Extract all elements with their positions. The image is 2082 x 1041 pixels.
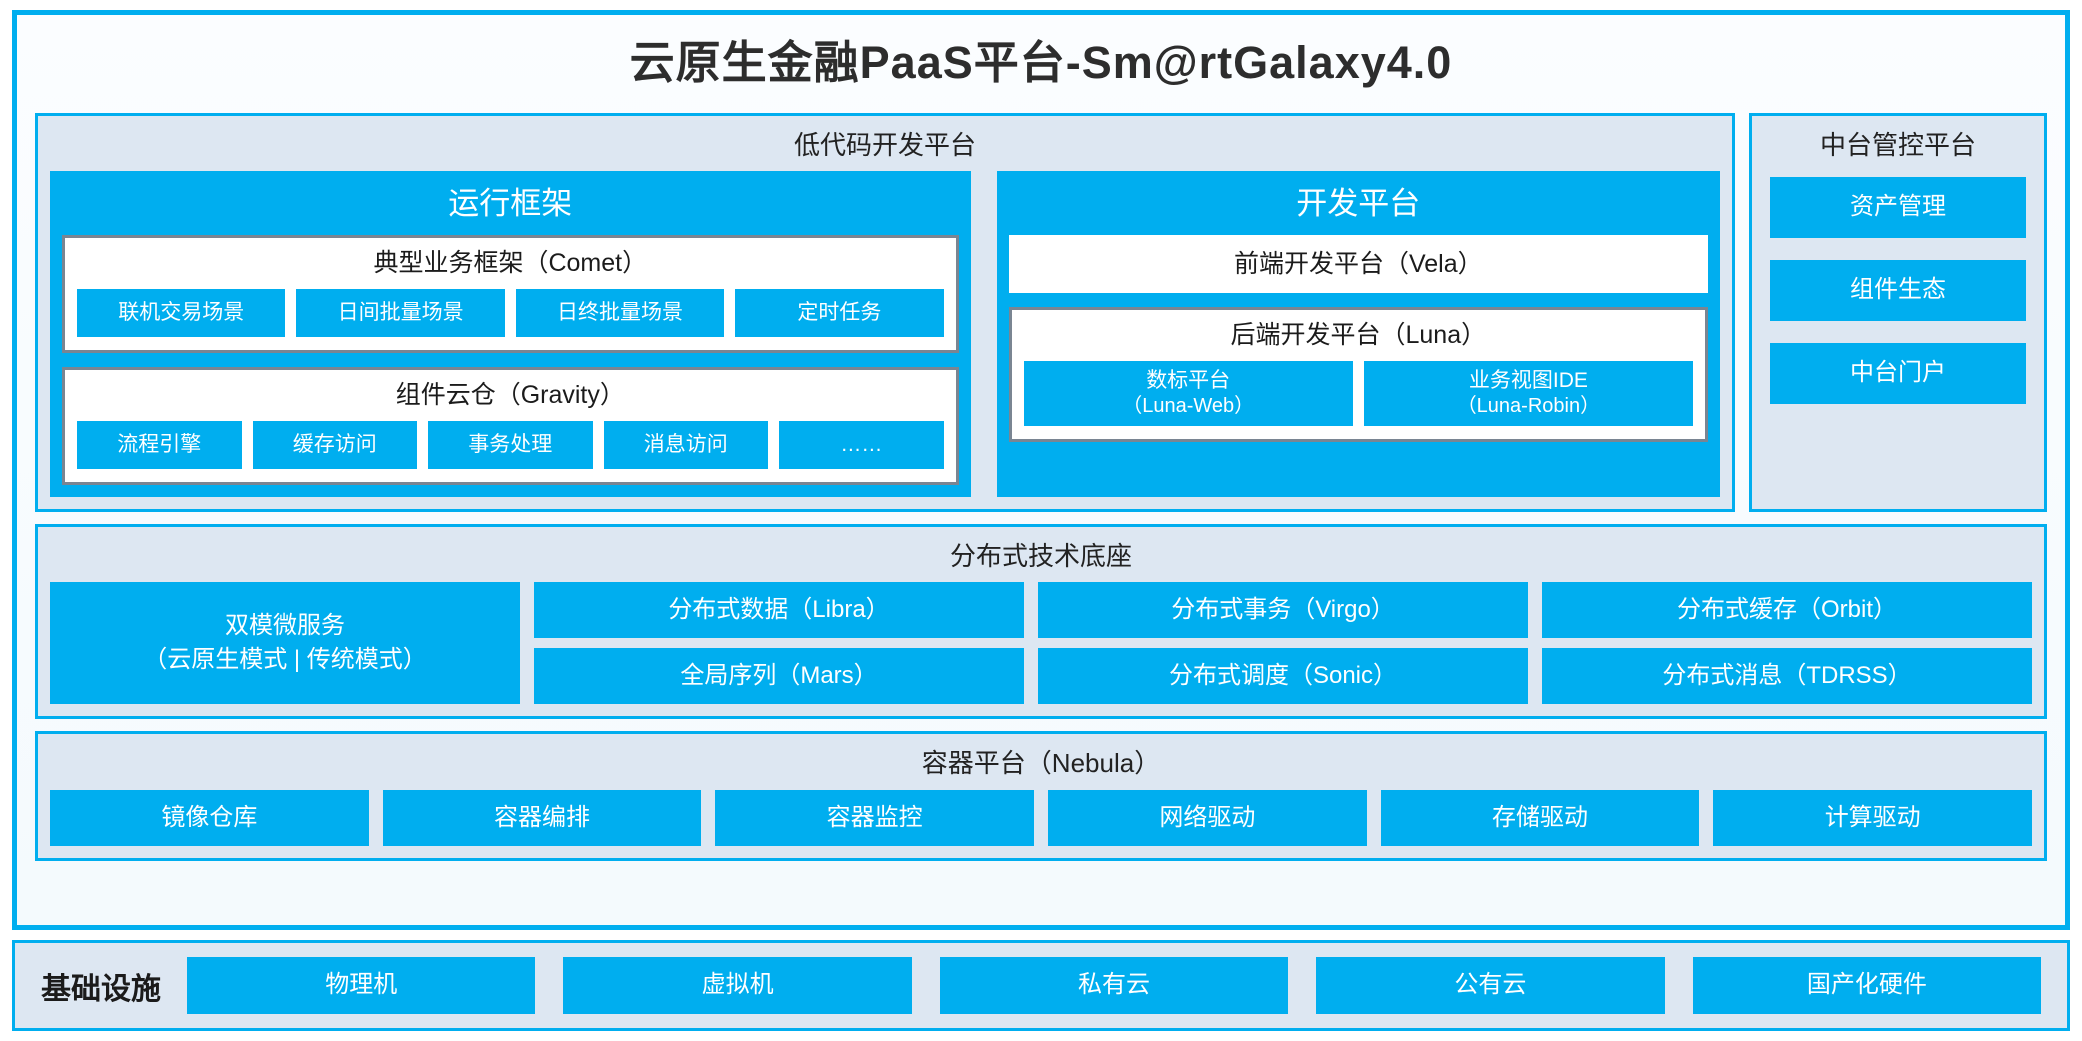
infrastructure-panel: 基础设施 物理机 虚拟机 私有云 公有云 国产化硬件 — [12, 940, 2070, 1031]
infra-item-public-cloud[interactable]: 公有云 — [1316, 957, 1665, 1014]
comet-chip-row: 联机交易场景 日间批量场景 日终批量场景 定时任务 — [77, 288, 944, 337]
tech-box-global-sequence-mars[interactable]: 全局序列（Mars） — [534, 648, 1024, 705]
tech-base-title: 分布式技术底座 — [949, 541, 1132, 572]
tech-base-grid: 双模微服务 （云原生模式 | 传统模式） 分布式数据（Libra） 全局序列（M… — [50, 582, 2032, 705]
gravity-group: 组件云仓（Gravity） 流程引擎 缓存访问 事务处理 消息访问 …… — [62, 366, 959, 486]
chip-message-access[interactable]: 消息访问 — [603, 420, 769, 470]
infra-item-private-cloud[interactable]: 私有云 — [939, 957, 1289, 1014]
vela-frontend-card[interactable]: 前端开发平台（Vela） — [1008, 234, 1708, 293]
chip-process-engine[interactable]: 流程引擎 — [77, 420, 242, 470]
chip-cache-access[interactable]: 缓存访问 — [252, 420, 418, 470]
container-box-image-registry[interactable]: 镜像仓库 — [50, 789, 369, 847]
development-platform-block: 开发平台 前端开发平台（Vela） 后端开发平台（Luna） 数标平台 （Lun… — [996, 171, 1720, 498]
container-platform-panel: 容器平台（Nebula） 镜像仓库 容器编排 容器监控 网络驱动 存储驱动 计算… — [35, 731, 2047, 862]
tech-box-dual-mode-microservice[interactable]: 双模微服务 （云原生模式 | 传统模式） — [50, 582, 520, 705]
infrastructure-label: 基础设施 — [41, 972, 161, 1006]
container-box-monitoring[interactable]: 容器监控 — [715, 789, 1035, 847]
midoffice-platform-title: 中台管控平台 — [1819, 130, 1976, 161]
chip-online-transaction[interactable]: 联机交易场景 — [77, 288, 286, 337]
chip-scheduled-task[interactable]: 定时任务 — [735, 288, 944, 337]
page-title: 云原生金融PaaS平台-Sm@rtGalaxy4.0 — [629, 37, 1453, 88]
platform-outer-card: 云原生金融PaaS平台-Sm@rtGalaxy4.0 低代码开发平台 运行框架 … — [12, 10, 2070, 931]
comet-group: 典型业务框架（Comet） 联机交易场景 日间批量场景 日终批量场景 定时任务 — [62, 234, 959, 353]
comet-group-title: 典型业务框架（Comet） — [373, 248, 648, 277]
container-box-orchestration[interactable]: 容器编排 — [382, 789, 702, 847]
tech-col-microservice: 双模微服务 （云原生模式 | 传统模式） — [50, 582, 520, 705]
tech-box-distributed-transaction-virgo[interactable]: 分布式事务（Virgo） — [1038, 582, 1528, 639]
infra-item-physical-machine[interactable]: 物理机 — [187, 957, 536, 1014]
luna-backend-card: 后端开发平台（Luna） 数标平台 （Luna-Web） 业务视图IDE （Lu… — [1008, 306, 1708, 442]
tech-box-distributed-data-libra[interactable]: 分布式数据（Libra） — [534, 582, 1024, 639]
midoffice-item-asset-management[interactable]: 资产管理 — [1770, 177, 2026, 239]
chip-luna-web-code: （Luna-Web） — [1122, 394, 1255, 417]
tech-box-distributed-scheduling-sonic[interactable]: 分布式调度（Sonic） — [1038, 648, 1528, 705]
midoffice-item-portal[interactable]: 中台门户 — [1770, 343, 2026, 404]
chip-luna-robin-name: 业务视图IDE — [1468, 368, 1588, 392]
tech-box-distributed-cache-orbit[interactable]: 分布式缓存（Orbit） — [1542, 582, 2032, 639]
luna-chip-row: 数标平台 （Luna-Web） 业务视图IDE （Luna-Robin） — [1023, 360, 1693, 426]
container-platform-title: 容器平台（Nebula） — [921, 748, 1161, 779]
runtime-framework-block: 运行框架 典型业务框架（Comet） 联机交易场景 日间批量场景 日终批量场景 … — [50, 171, 971, 498]
gravity-chip-row: 流程引擎 缓存访问 事务处理 消息访问 …… — [77, 420, 944, 470]
luna-backend-title: 后端开发平台（Luna） — [1230, 320, 1487, 349]
development-platform-title: 开发平台 — [1296, 186, 1421, 222]
chip-transaction-processing[interactable]: 事务处理 — [428, 420, 593, 470]
upper-section: 低代码开发平台 运行框架 典型业务框架（Comet） 联机交易场景 日间批量场景… — [35, 113, 2047, 513]
tech-base-panel: 分布式技术底座 双模微服务 （云原生模式 | 传统模式） 分布式数据（Libra… — [35, 524, 2047, 720]
lowcode-body: 运行框架 典型业务框架（Comet） 联机交易场景 日间批量场景 日终批量场景 … — [50, 171, 1720, 498]
container-box-storage-driver[interactable]: 存储驱动 — [1380, 789, 1700, 847]
infra-item-virtual-machine[interactable]: 虚拟机 — [563, 957, 912, 1014]
midoffice-item-list: 资产管理 组件生态 中台门户 — [1764, 171, 2032, 404]
chip-luna-web-name: 数标平台 — [1146, 368, 1231, 392]
container-platform-row: 镜像仓库 容器编排 容器监控 网络驱动 存储驱动 计算驱动 — [50, 789, 2033, 847]
container-box-network-driver[interactable]: 网络驱动 — [1048, 789, 1367, 847]
dual-mode-microservice-line1: 双模微服务 — [225, 612, 345, 640]
chip-more-ellipsis[interactable]: …… — [779, 420, 944, 470]
tech-col-3: 分布式缓存（Orbit） 分布式消息（TDRSS） — [1542, 582, 2032, 705]
tech-col-2: 分布式事务（Virgo） 分布式调度（Sonic） — [1038, 582, 1528, 705]
tech-box-distributed-message-tdrss[interactable]: 分布式消息（TDRSS） — [1542, 648, 2032, 705]
runtime-framework-title: 运行框架 — [448, 186, 573, 222]
chip-eod-batch[interactable]: 日终批量场景 — [515, 288, 725, 337]
tech-col-1: 分布式数据（Libra） 全局序列（Mars） — [534, 582, 1024, 705]
lowcode-platform-title: 低代码开发平台 — [793, 130, 976, 161]
vela-frontend-title: 前端开发平台（Vela） — [1233, 249, 1483, 278]
lowcode-platform-panel: 低代码开发平台 运行框架 典型业务框架（Comet） 联机交易场景 日间批量场景… — [35, 113, 1735, 513]
chip-luna-web[interactable]: 数标平台 （Luna-Web） — [1023, 360, 1353, 426]
chip-luna-robin-code: （Luna-Robin） — [1456, 394, 1601, 417]
gravity-group-title: 组件云仓（Gravity） — [395, 380, 625, 409]
chip-luna-robin[interactable]: 业务视图IDE （Luna-Robin） — [1363, 360, 1693, 426]
infrastructure-item-list: 物理机 虚拟机 私有云 公有云 国产化硬件 — [187, 957, 2042, 1014]
container-box-compute-driver[interactable]: 计算驱动 — [1713, 789, 2033, 847]
midoffice-platform-panel: 中台管控平台 资产管理 组件生态 中台门户 — [1749, 113, 2047, 513]
midoffice-item-component-ecosystem[interactable]: 组件生态 — [1770, 260, 2026, 322]
chip-intraday-batch[interactable]: 日间批量场景 — [296, 288, 505, 337]
dual-mode-microservice-line2: （云原生模式 | 传统模式） — [143, 646, 427, 674]
infra-item-domestic-hardware[interactable]: 国产化硬件 — [1692, 957, 2042, 1014]
